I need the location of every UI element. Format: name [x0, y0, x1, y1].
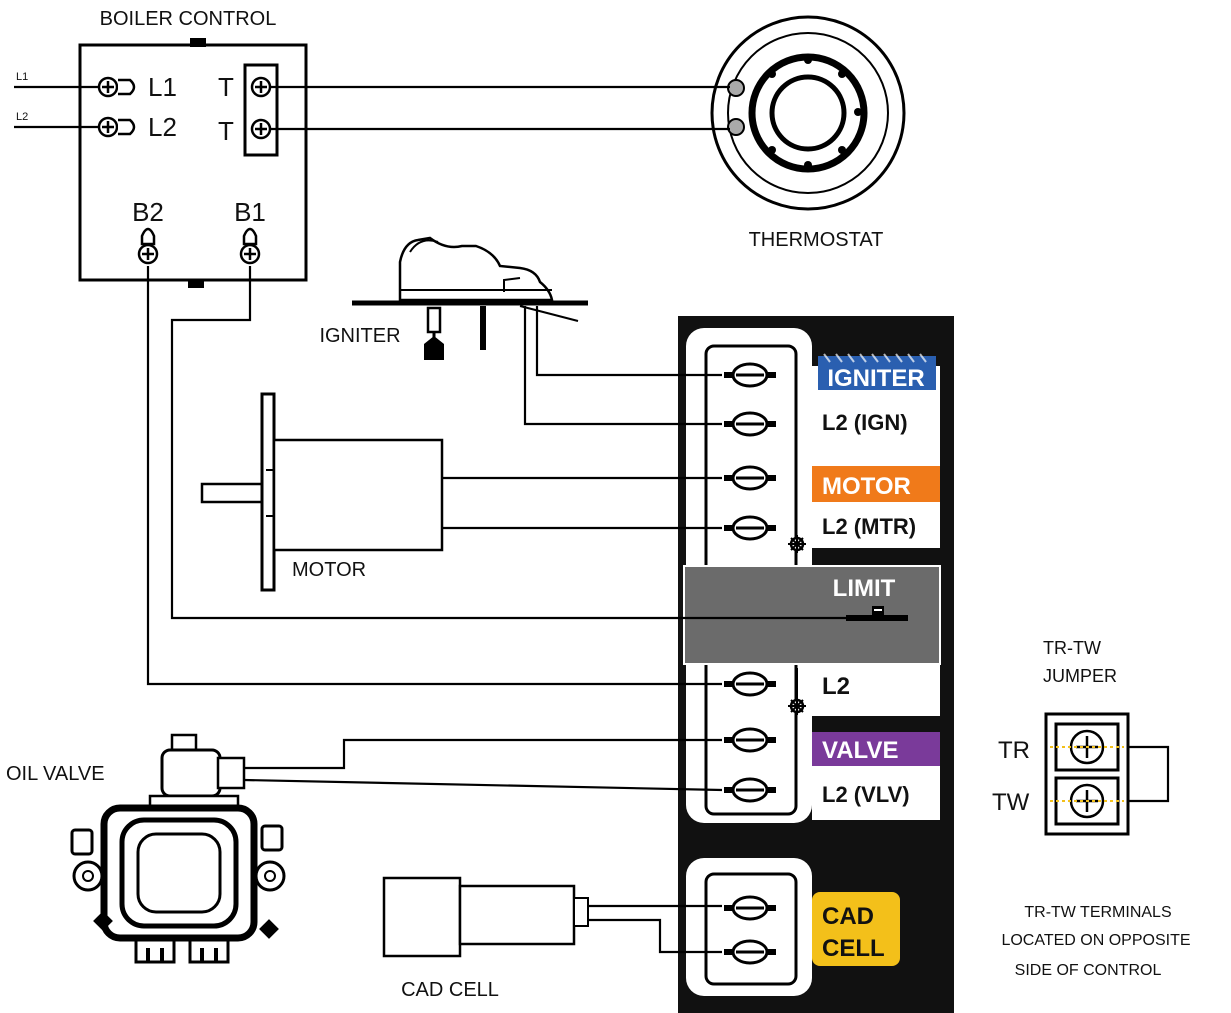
- tag-igniter: IGNITER: [827, 365, 924, 392]
- note: TR-TW TERMINALS LOCATED ON OPPOSITE SIDE…: [1001, 904, 1190, 979]
- oil-valve: OIL VALVE: [6, 733, 286, 964]
- note-line1: TR-TW TERMINALS: [1024, 904, 1171, 921]
- tag-valve: VALVE: [822, 737, 898, 764]
- wire-l2-vlv: [243, 778, 723, 792]
- panel-terminal-limit: [846, 606, 908, 621]
- motor-label: MOTOR: [292, 559, 366, 581]
- jumper-tw-label: TW: [992, 789, 1030, 816]
- thermostat-label: THERMOSTAT: [749, 229, 884, 251]
- jumper-tr-label: TR: [998, 737, 1030, 764]
- jumper-wire: [1128, 745, 1170, 803]
- terminal-l2-label: L2: [148, 112, 177, 142]
- boiler-control: BOILER CONTROL L1 L2 L1 L2 T T B2 B1: [14, 8, 308, 288]
- igniter-label: IGNITER: [319, 325, 400, 347]
- cad-cell: CAD CELL: [382, 876, 589, 1001]
- tag-l2-mtr: L2 (MTR): [822, 514, 916, 539]
- wire-cad-2: [588, 918, 722, 954]
- wire-igniter: [535, 306, 722, 377]
- jumper-title-line2: JUMPER: [1043, 666, 1117, 686]
- thermostat-terminal-bottom: [727, 118, 745, 136]
- boiler-control-top-tab: [190, 38, 206, 47]
- terminal-b2-label: B2: [132, 197, 164, 227]
- boiler-control-title: BOILER CONTROL: [100, 8, 277, 30]
- tag-cad-bg: [812, 892, 900, 966]
- terminal-t-top-label: T: [218, 72, 234, 102]
- tag-motor: MOTOR: [822, 473, 911, 500]
- note-line2: LOCATED ON OPPOSITE: [1001, 932, 1190, 949]
- control-panel: IGNITER L2 (IGN) MOTOR L2 (MTR) LIMIT L2…: [678, 316, 954, 1013]
- terminal-l2: [97, 116, 136, 138]
- line-l1-label: L1: [16, 71, 28, 83]
- igniter: IGNITER: [319, 236, 588, 360]
- terminal-t-top: [250, 76, 272, 98]
- tag-motor-bg: [812, 466, 940, 502]
- wire-b2-l2: [146, 266, 722, 686]
- wires: [146, 85, 846, 954]
- terminal-b1-label: B1: [234, 197, 266, 227]
- tag-cad-line2: CELL: [822, 935, 885, 962]
- terminal-b2: [137, 227, 159, 265]
- wire-b1-limit: [170, 266, 846, 620]
- terminal-t-bottom-label: T: [218, 116, 234, 146]
- terminal-t-bottom: [250, 118, 272, 140]
- terminal-l1: [97, 76, 136, 98]
- line-l2-label: L2: [16, 111, 28, 123]
- tag-valve-bg: [812, 732, 940, 766]
- tag-limit: LIMIT: [833, 575, 896, 602]
- thermostat-terminal-top: [727, 79, 745, 97]
- oil-valve-label: OIL VALVE: [6, 763, 105, 785]
- boiler-control-bottom-tab: [188, 279, 204, 288]
- tag-cad-line1: CAD: [822, 903, 874, 930]
- tag-l2-ign: L2 (IGN): [822, 410, 908, 435]
- terminal-l1-label: L1: [148, 72, 177, 102]
- jumper-title-line1: TR-TW: [1043, 638, 1101, 658]
- note-line3: SIDE OF CONTROL: [1015, 962, 1162, 979]
- tag-l2-vlv: L2 (VLV): [822, 782, 910, 807]
- motor: MOTOR: [200, 392, 444, 592]
- tag-l2: L2: [822, 673, 850, 700]
- cad-cell-label: CAD CELL: [401, 979, 499, 1001]
- terminal-b1: [239, 227, 261, 265]
- tr-tw-jumper: TR-TW JUMPER TR TW: [992, 638, 1170, 836]
- wire-l2-ign: [523, 306, 722, 426]
- thermostat: THERMOSTAT: [710, 15, 906, 251]
- wire-valve: [244, 738, 722, 770]
